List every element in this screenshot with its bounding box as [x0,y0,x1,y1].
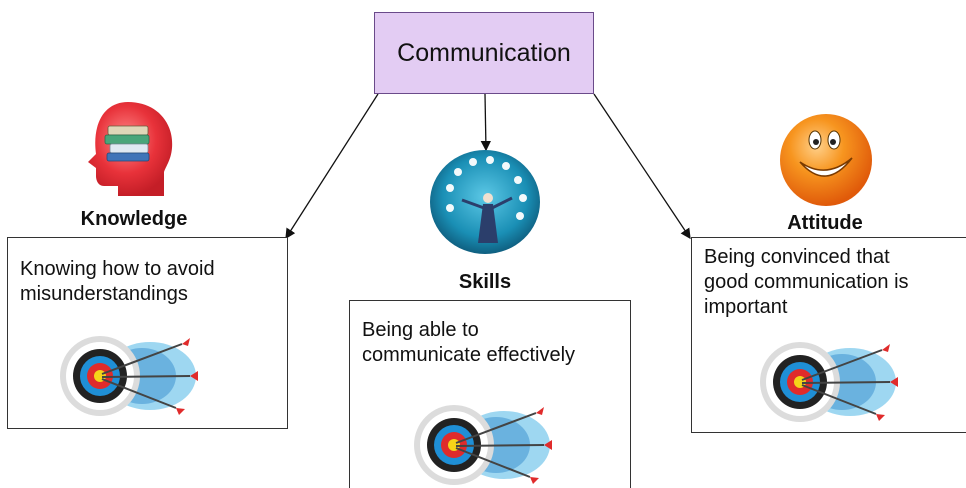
attitude-title: Attitude [787,212,863,234]
dartboard-arrows-icon [414,405,552,485]
root-node-label: Communication [397,38,571,67]
arrow-to-skills [480,93,492,152]
knowledge-text-line: misunderstandings [20,283,188,305]
attitude-text-line: Being convinced that [704,246,890,268]
root-node-communication: Communication [374,12,594,94]
attitude-text-line: important [704,296,788,318]
dartboard-arrows-icon [60,336,198,416]
books-on-head-icon [88,102,173,196]
attitude-card: Being convinced that good communication … [691,237,966,433]
skills-text: Being able to communicate effectively [362,318,575,368]
skills-text-line: Being able to [362,319,479,341]
knowledge-title: Knowledge [80,208,188,230]
attitude-text: Being convinced that good communication … [704,245,909,320]
skills-title: Skills [458,271,512,293]
attitude-text-line: good communication is [704,271,909,293]
skills-card: Being able to communicate effectively [349,300,631,488]
knowledge-text: Knowing how to avoid misunderstandings [20,257,215,307]
dartboard-arrows-icon [760,342,898,422]
knowledge-card: Knowing how to avoid misunderstandings [7,237,288,429]
skills-text-line: communicate effectively [362,344,576,366]
smiley-face-icon [780,114,872,206]
arrow-to-attitude [593,93,691,240]
arrow-to-knowledge [285,93,379,240]
juggling-figure-icon [430,150,540,254]
knowledge-text-line: Knowing how to avoid [20,258,215,280]
